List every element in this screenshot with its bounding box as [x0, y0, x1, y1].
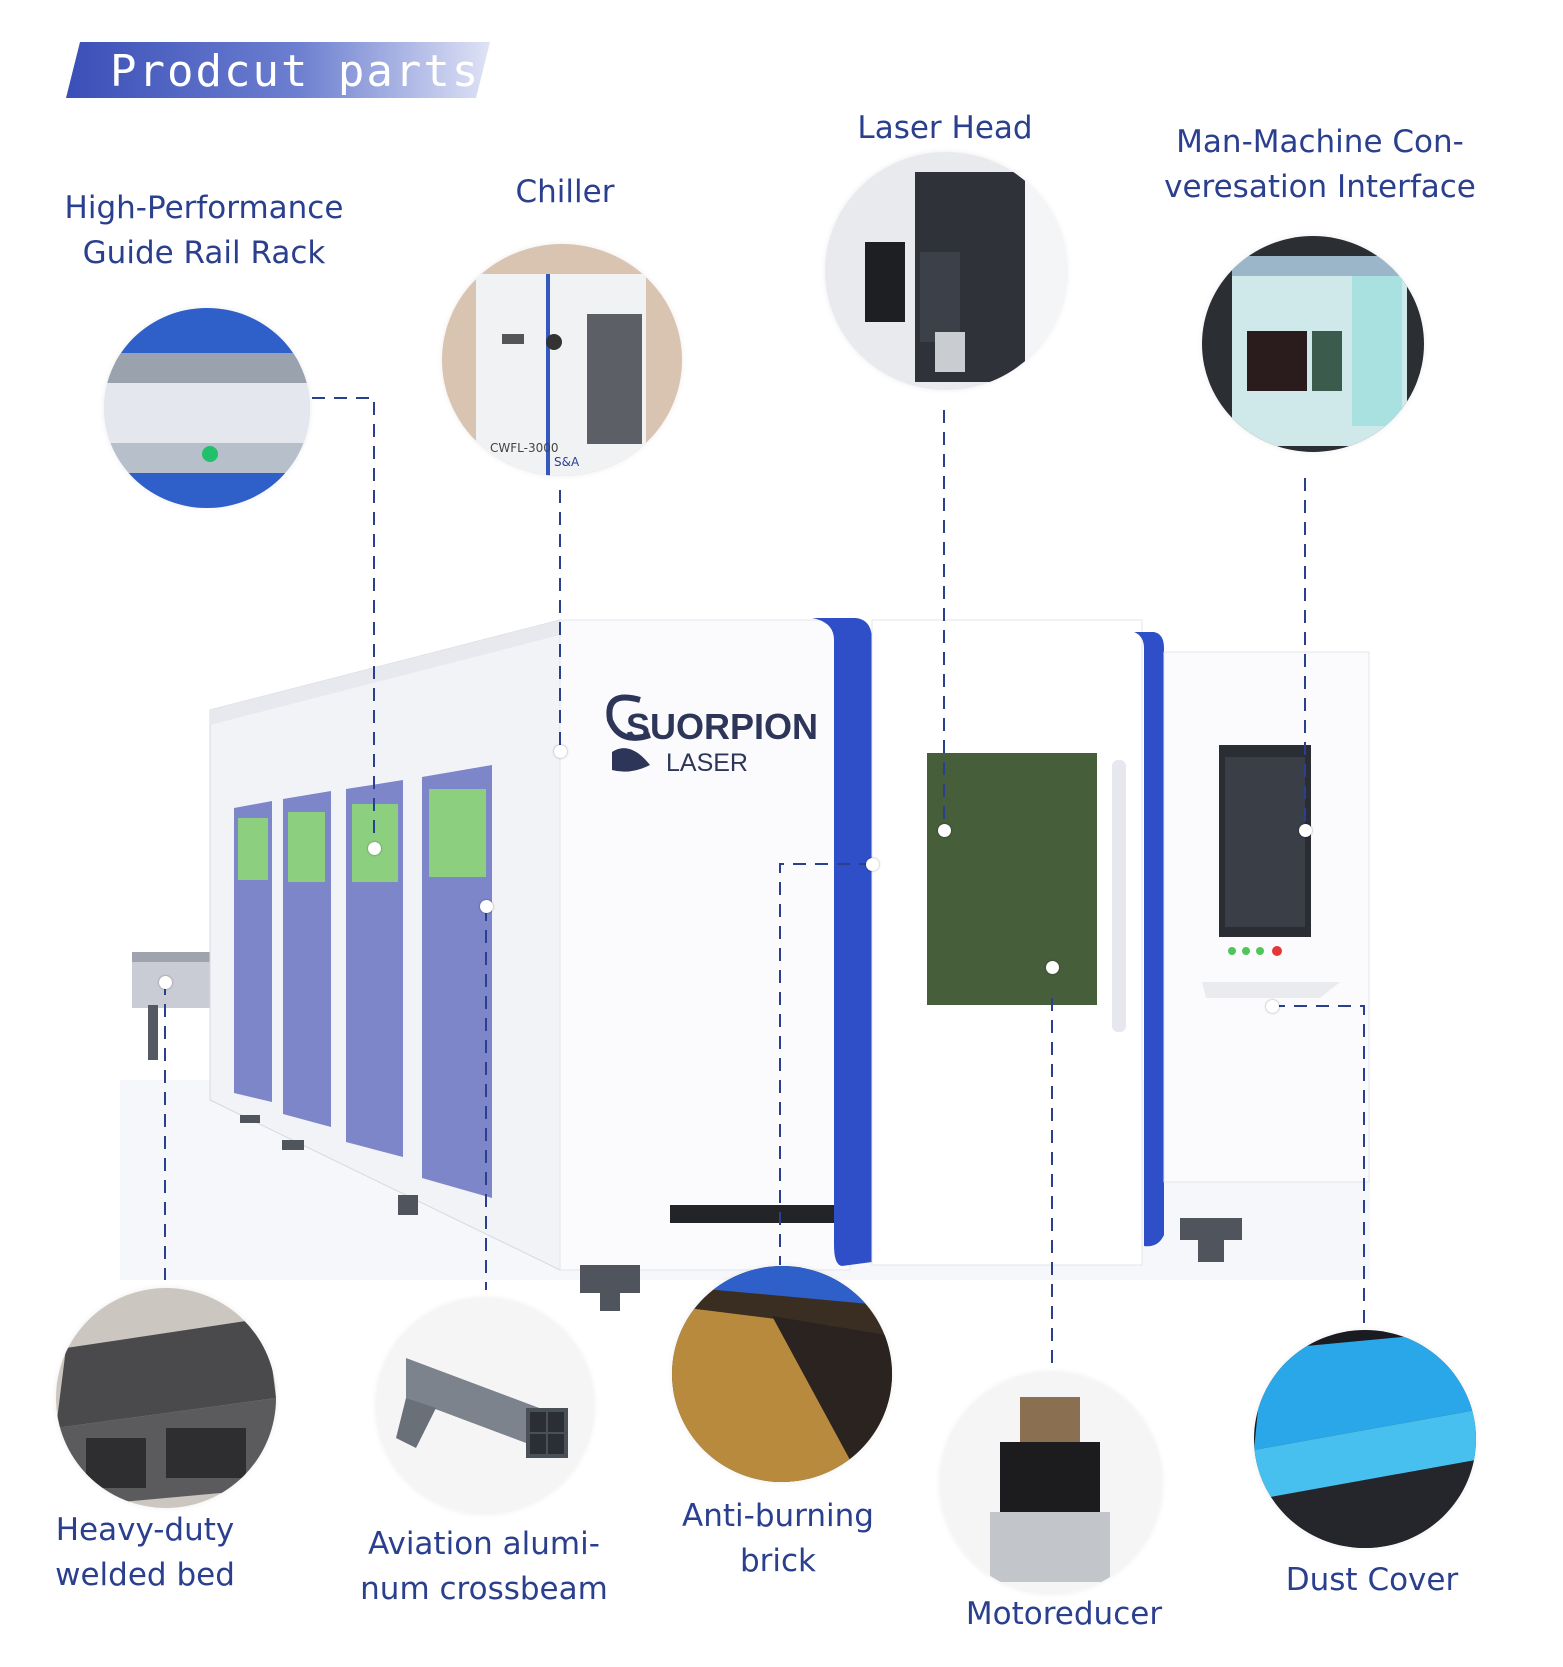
brand-sub: LASER [666, 749, 748, 777]
label-line: Motoreducer [965, 1596, 1163, 1632]
banner-shape [66, 42, 490, 98]
connector-dot [554, 745, 567, 758]
label-line: Chiller [515, 174, 615, 210]
label-line: Anti-burning [682, 1498, 874, 1534]
viewing-window [927, 753, 1097, 1005]
label-hmi: Man-Machine Con- veresation Interface [1150, 120, 1490, 210]
label-motoreducer: Motoreducer [942, 1592, 1186, 1637]
label-line: Laser Head [857, 110, 1033, 146]
connector-dot [1046, 961, 1059, 974]
label-line: veresation Interface [1164, 169, 1476, 205]
connector-dot [368, 842, 381, 855]
label-laser-head: Laser Head [820, 106, 1070, 151]
label-line: Dust Cover [1285, 1562, 1459, 1598]
label-line: Heavy-duty [55, 1512, 235, 1548]
label-line: welded bed [55, 1557, 235, 1593]
label-line: num crossbeam [360, 1571, 608, 1607]
label-rail-rack: High-Performance Guide Rail Rack [48, 186, 360, 276]
hmi-photo [1202, 236, 1424, 452]
dust-cover-photo [1254, 1330, 1476, 1548]
connector-dot [866, 858, 879, 871]
label-line: brick [739, 1543, 817, 1579]
chiller-model-text: CWFL-3000 [490, 441, 559, 455]
chiller-photo: CWFL-3000 S&A [442, 244, 682, 476]
label-dust-cover: Dust Cover [1262, 1558, 1482, 1603]
chiller-brand-text: S&A [554, 455, 580, 469]
motoreducer-photo [940, 1372, 1162, 1594]
title-banner: Prodcut parts [66, 42, 490, 98]
brand-logo: SUORPION LASER [606, 694, 818, 777]
connector-dot [159, 976, 172, 989]
label-welded-bed: Heavy-duty welded bed [34, 1508, 256, 1598]
connector-dot [938, 824, 951, 837]
connector-lines [164, 397, 1365, 1370]
connector-dot [480, 900, 493, 913]
laser-head-photo [825, 152, 1067, 390]
label-line: High-Performance [64, 190, 344, 226]
page-title: Prodcut parts [110, 46, 481, 97]
label-line: Man-Machine Con- [1176, 124, 1464, 160]
connector-dot [1266, 1000, 1279, 1013]
label-line: Guide Rail Rack [82, 235, 326, 271]
brand-name: SUORPION [626, 706, 818, 747]
label-brick: Anti-burning brick [658, 1494, 898, 1584]
welded-bed-photo [56, 1288, 276, 1508]
bed-frame [132, 952, 212, 1060]
brick-photo [672, 1266, 892, 1482]
label-chiller: Chiller [480, 170, 650, 215]
cabinet-doors [234, 765, 492, 1198]
rail-rack-photo [104, 308, 310, 508]
label-crossbeam: Aviation alumi- num crossbeam [346, 1522, 622, 1612]
connector-dot [1299, 824, 1312, 837]
label-line: Aviation alumi- [368, 1526, 600, 1562]
crossbeam-photo [376, 1298, 594, 1514]
